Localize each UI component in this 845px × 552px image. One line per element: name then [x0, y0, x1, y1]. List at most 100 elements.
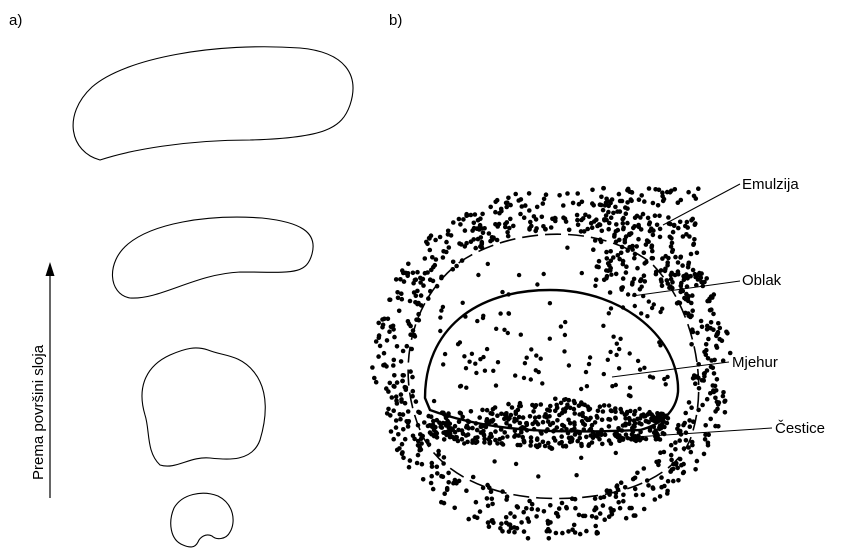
- particle-dot: [506, 195, 511, 201]
- particle-dot: [534, 353, 539, 358]
- particle-dot: [574, 473, 579, 478]
- particle-dot: [595, 415, 600, 420]
- particle-dot: [693, 467, 698, 472]
- particle-dot: [517, 420, 523, 426]
- particle-dot: [534, 420, 539, 425]
- particle-dot: [623, 432, 629, 438]
- particle-dot: [577, 435, 583, 441]
- particle-dot: [677, 219, 683, 225]
- particle-dot: [400, 412, 406, 417]
- particle-dots: [370, 185, 733, 541]
- particle-dot: [434, 464, 440, 470]
- particle-dot: [445, 232, 451, 237]
- mjehur-leader-line: [611, 361, 730, 378]
- particle-dot: [623, 205, 628, 210]
- particle-dot: [657, 226, 663, 232]
- particle-dot: [548, 503, 553, 508]
- particle-dot: [630, 243, 635, 249]
- particle-dot: [702, 374, 707, 379]
- particle-dot: [560, 530, 565, 536]
- particle-dot: [621, 498, 626, 504]
- particle-dot: [553, 530, 559, 536]
- particle-dot: [400, 268, 405, 273]
- rise-axis-label: Prema površini sloja: [30, 344, 47, 480]
- particle-dot: [596, 264, 601, 270]
- particle-dot: [472, 212, 478, 217]
- particle-dot: [578, 229, 584, 234]
- particle-dot: [604, 196, 609, 202]
- particle-dot: [589, 514, 595, 519]
- particle-dot: [442, 491, 448, 497]
- particle-dot: [629, 505, 634, 511]
- particle-dot: [464, 385, 469, 390]
- particle-dot: [616, 500, 621, 505]
- particle-dot: [599, 228, 605, 234]
- particle-dot: [570, 200, 576, 206]
- particle-dot: [613, 416, 618, 421]
- particle-dot: [661, 449, 667, 455]
- particle-dot: [606, 403, 612, 408]
- particle-dot: [589, 440, 595, 445]
- particle-dot: [562, 409, 568, 414]
- particle-dot: [631, 418, 637, 423]
- particle-dot: [495, 441, 500, 446]
- particle-dot: [625, 200, 630, 205]
- particle-dot: [433, 257, 439, 262]
- particle-dot: [634, 244, 639, 249]
- particle-dot: [629, 282, 635, 287]
- label-emulzija: Emulzija: [742, 176, 799, 193]
- particle-dot: [387, 380, 393, 386]
- particle-dot: [428, 480, 434, 486]
- particle-dot: [415, 269, 420, 275]
- particle-dot: [481, 428, 486, 434]
- particle-dot: [493, 383, 499, 388]
- particle-dot: [656, 459, 662, 464]
- particle-dot: [637, 406, 642, 411]
- particle-dot: [480, 211, 485, 217]
- particle-dot: [415, 288, 420, 294]
- particle-dot: [474, 370, 479, 376]
- particle-dot: [594, 515, 599, 520]
- particle-dot: [484, 407, 490, 413]
- particle-dot: [475, 318, 480, 324]
- particle-dot: [516, 272, 522, 278]
- particle-dot: [622, 485, 628, 490]
- particle-dot: [543, 192, 549, 197]
- particle-dot: [563, 444, 569, 449]
- particle-dot: [593, 283, 598, 288]
- particle-dot: [656, 462, 661, 468]
- particle-dot: [444, 239, 449, 245]
- particle-dot: [451, 220, 456, 225]
- particle-dot: [689, 405, 694, 411]
- particle-dot: [574, 212, 580, 218]
- particle-dot: [710, 365, 716, 371]
- particle-dot: [681, 277, 687, 283]
- bubble-shape-1: [170, 492, 234, 548]
- particle-dot: [647, 409, 652, 415]
- particle-dot: [649, 305, 655, 311]
- particle-dot: [399, 441, 405, 447]
- particle-dot: [387, 297, 392, 303]
- particle-dot: [382, 362, 388, 368]
- particle-dot: [462, 354, 467, 359]
- particle-dot: [548, 403, 553, 409]
- particle-dot: [540, 419, 546, 425]
- particle-dot: [712, 383, 718, 389]
- particle-dot: [505, 200, 510, 205]
- particle-dot: [470, 474, 476, 480]
- particle-dot: [420, 477, 426, 482]
- particle-dot: [558, 440, 564, 446]
- particle-dot: [489, 496, 495, 502]
- particle-dot: [521, 509, 526, 515]
- particle-dot: [521, 375, 527, 381]
- particle-dot: [626, 415, 632, 421]
- particle-dot: [708, 294, 714, 299]
- particle-dot: [602, 218, 607, 223]
- particle-dot: [429, 473, 435, 479]
- particle-dot: [481, 313, 486, 318]
- particle-dot: [621, 226, 626, 232]
- particle-dot: [486, 231, 492, 236]
- particle-dot: [581, 421, 586, 426]
- particle-dot: [683, 438, 689, 443]
- particle-dot: [607, 220, 612, 226]
